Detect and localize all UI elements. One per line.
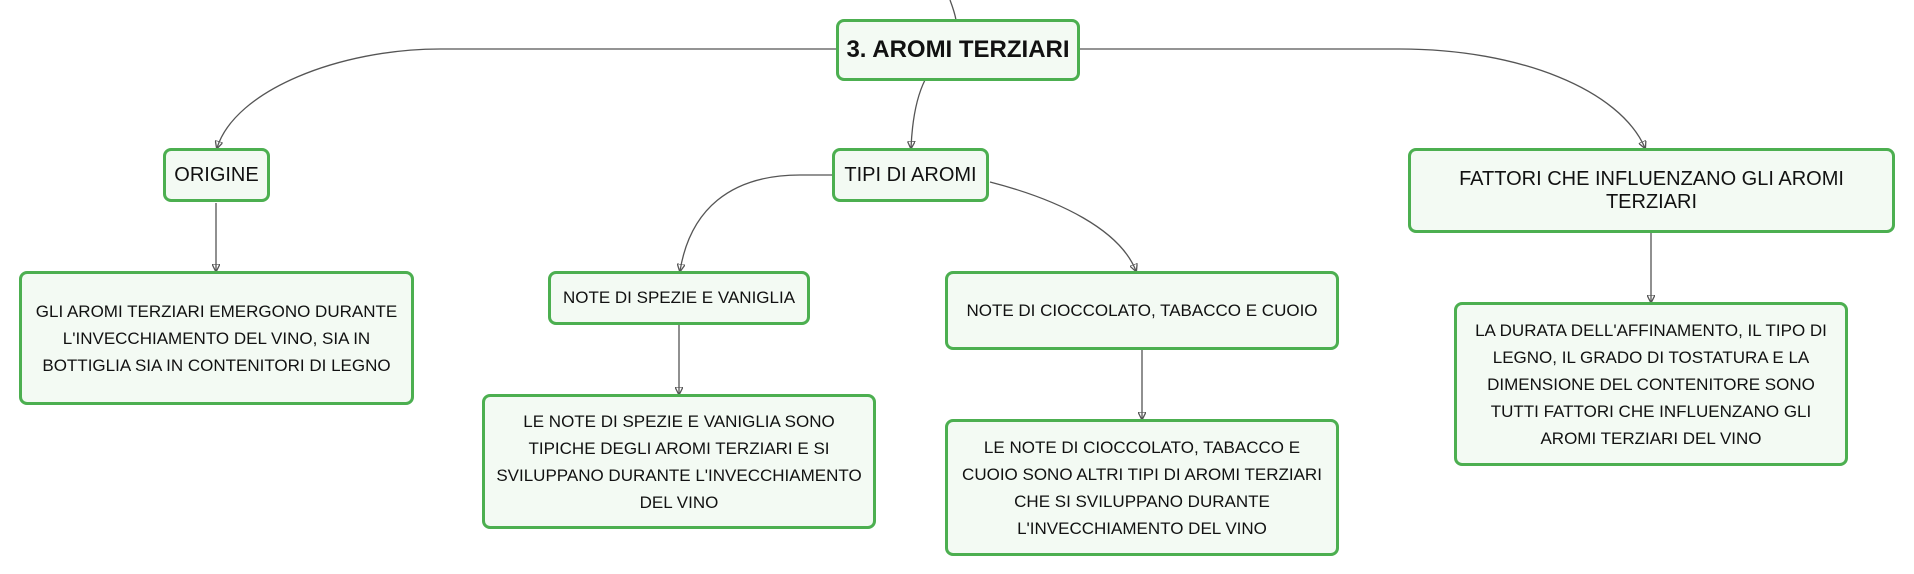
cioccolato-detail-text: LE NOTE DI CIOCCOLATO, TABACCO E CUOIO S…	[962, 437, 1322, 538]
tipi-node-label: TIPI DI AROMI	[844, 163, 977, 186]
spezie-node-label: NOTE DI SPEZIE E VANIGLIA	[562, 288, 796, 307]
connector-tipi-spezie	[680, 174, 832, 271]
spezie-node[interactable]: NOTE DI SPEZIE E VANIGLIA	[548, 271, 810, 325]
spezie-detail-text: LE NOTE DI SPEZIE E VANIGLIA SONO TIPICH…	[496, 411, 862, 512]
cioccolato-node[interactable]: NOTE DI CIOCCOLATO, TABACCO E CUOIO	[945, 271, 1339, 350]
spezie-detail-node[interactable]: LE NOTE DI SPEZIE E VANIGLIA SONO TIPICH…	[482, 394, 876, 529]
connector-root-tipi	[911, 79, 926, 148]
cioccolato-detail-node[interactable]: LE NOTE DI CIOCCOLATO, TABACCO E CUOIO S…	[945, 419, 1339, 556]
root-node-label: 3. AROMI TERZIARI	[846, 36, 1070, 63]
connector-tipi-cioccolato	[989, 181, 1136, 271]
connector-root-fattori	[1079, 48, 1645, 148]
root-node[interactable]: 3. AROMI TERZIARI	[836, 19, 1080, 81]
origine-node[interactable]: ORIGINE	[163, 148, 270, 202]
fattori-node-label: FATTORI CHE INFLUENZANO GLI AROMI TERZIA…	[1459, 167, 1844, 213]
fattori-node[interactable]: FATTORI CHE INFLUENZANO GLI AROMI TERZIA…	[1408, 148, 1895, 233]
tipi-node[interactable]: TIPI DI AROMI	[832, 148, 989, 202]
cioccolato-node-label: NOTE DI CIOCCOLATO, TABACCO E CUOIO	[966, 300, 1318, 320]
fattori-detail-node[interactable]: LA DURATA DELL'AFFINAMENTO, IL TIPO DI L…	[1454, 302, 1848, 466]
origine-node-label: ORIGINE	[174, 163, 259, 186]
origine-detail-node[interactable]: GLI AROMI TERZIARI EMERGONO DURANTE L'IN…	[19, 271, 414, 405]
fattori-detail-text: LA DURATA DELL'AFFINAMENTO, IL TIPO DI L…	[1475, 320, 1827, 448]
connector-incoming-root	[949, 0, 957, 21]
origine-detail-text: GLI AROMI TERZIARI EMERGONO DURANTE L'IN…	[35, 301, 398, 375]
connector-root-origine	[217, 48, 838, 148]
